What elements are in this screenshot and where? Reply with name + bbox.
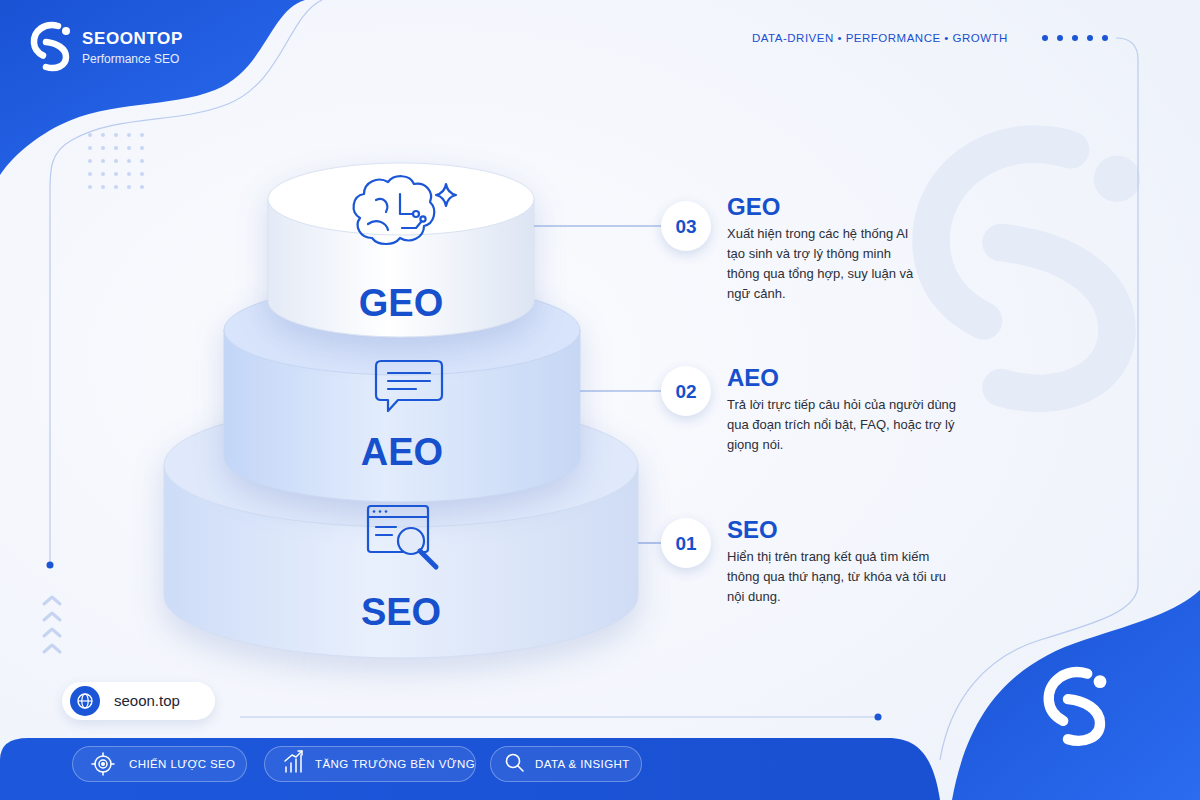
brand-logo <box>1049 672 1107 741</box>
frame-line <box>240 716 878 717</box>
website-pill: seoon.top <box>62 682 215 720</box>
logo-arc <box>46 42 66 68</box>
cylinder-top <box>224 285 580 375</box>
grid-dot <box>88 159 92 163</box>
corner-shape <box>0 0 305 175</box>
grid-dot <box>127 133 131 137</box>
tier-description: Trả lời trực tiếp câu hỏi của người dùng… <box>727 395 976 455</box>
logo-arc <box>34 25 58 55</box>
watermark-dot <box>1094 156 1140 202</box>
leader-line <box>534 225 661 226</box>
grid-dot <box>114 133 118 137</box>
callout-number: 02 <box>675 382 696 401</box>
watermark-logo <box>931 144 1140 393</box>
grid-dot <box>140 172 144 176</box>
step-number: 03 <box>661 201 711 251</box>
logo-dot <box>62 27 70 35</box>
leader-line <box>638 542 661 543</box>
frame-dot <box>47 562 54 569</box>
pyramid-tier: GEO <box>268 163 534 337</box>
header-dot <box>1072 35 1078 41</box>
feature-pill: TĂNG TRƯỞNG BỀN VỮNG <box>264 746 476 782</box>
callout-number: 03 <box>675 217 696 236</box>
grid-dot <box>127 172 131 176</box>
tier-heading: AEO <box>727 364 779 392</box>
dot-grid <box>88 133 144 189</box>
header-tagline: DATA-DRIVEN • PERFORMANCE • GROWTH <box>752 31 1008 46</box>
tier-heading: GEO <box>727 193 780 221</box>
grid-dot <box>127 185 131 189</box>
header-dot <box>1057 35 1063 41</box>
feature-label: DATA & INSIGHT <box>535 757 641 771</box>
website-url: seoon.top <box>114 692 215 710</box>
frame-line <box>49 190 50 565</box>
grid-dot <box>88 146 92 150</box>
frame-dot <box>875 714 882 721</box>
cylinder-top <box>164 403 638 527</box>
feature-label: TĂNG TRƯỞNG BỀN VỮNG <box>315 757 475 771</box>
chevron-stack <box>44 597 60 652</box>
grid-dot <box>114 159 118 163</box>
grid-dot <box>101 185 105 189</box>
brand-tagline: Performance SEO <box>82 52 179 67</box>
grid-dot <box>88 185 92 189</box>
chevron <box>44 597 60 604</box>
grid-dot <box>140 185 144 189</box>
header-dot <box>1087 35 1093 41</box>
footer-band <box>0 738 940 800</box>
tier-heading: SEO <box>727 516 778 544</box>
step-number: 01 <box>661 518 711 568</box>
feature-pill: CHIẾN LƯỢC SEO <box>72 746 247 782</box>
grid-dot <box>127 159 131 163</box>
header-dot <box>1102 35 1108 41</box>
grid-dot <box>114 172 118 176</box>
grid-dot <box>101 159 105 163</box>
grid-dot <box>101 146 105 150</box>
feature-pill: DATA & INSIGHT <box>490 746 642 782</box>
brand-name: SEOONTOP <box>82 29 183 49</box>
grid-dot <box>114 146 118 150</box>
tier-label: GEO <box>268 284 534 322</box>
step-number: 02 <box>661 366 711 416</box>
tier-label: AEO <box>224 433 580 471</box>
chevron <box>44 645 60 652</box>
chevron <box>44 629 60 636</box>
watermark-arc <box>1001 243 1117 394</box>
cylinder-top <box>268 163 534 235</box>
feature-label: CHIẾN LƯỢC SEO <box>129 757 246 771</box>
logo-arc <box>1068 699 1100 741</box>
tier-description: Xuất hiện trong các hệ thống AI tạo sinh… <box>727 224 922 304</box>
grid-dot <box>127 146 131 150</box>
grid-dot <box>88 133 92 137</box>
grid-dot <box>140 146 144 150</box>
frame-line <box>50 0 322 190</box>
header-dots <box>1042 35 1108 41</box>
grid-dot <box>114 185 118 189</box>
callout-number: 01 <box>675 534 696 553</box>
tier-label: SEO <box>164 593 638 631</box>
grid-dot <box>140 133 144 137</box>
logo-arc <box>1049 672 1087 721</box>
logo-dot <box>1094 675 1107 688</box>
grid-dot <box>140 159 144 163</box>
header-dot <box>1042 35 1048 41</box>
grid-dot <box>101 133 105 137</box>
brand-logo <box>34 25 70 68</box>
tier-description: Hiển thị trên trang kết quả tìm kiếm thô… <box>727 547 951 607</box>
corner-shape <box>952 590 1200 800</box>
grid-dot <box>88 172 92 176</box>
leader-line <box>580 390 661 391</box>
chevron <box>44 613 60 620</box>
grid-dot <box>101 172 105 176</box>
